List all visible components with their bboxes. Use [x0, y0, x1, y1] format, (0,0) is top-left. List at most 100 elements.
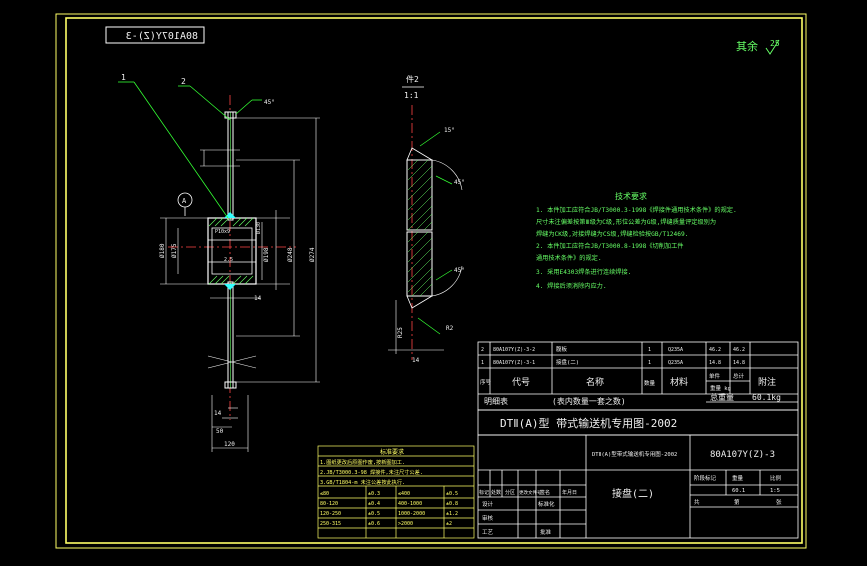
- tolerance-cell: 80-120: [320, 501, 338, 507]
- tb-docno: 更改文件号: [519, 489, 542, 496]
- tolerance-cell: 400-1000: [398, 501, 422, 507]
- tb-zone: 分区: [505, 489, 515, 496]
- tb-weight-value: 60.1: [732, 488, 745, 494]
- tolerance-cell: ≤400: [398, 491, 410, 497]
- tb-stage: 阶段标记: [694, 474, 717, 482]
- change-table-lines: [317, 445, 475, 539]
- project-name: DTⅡ(A)型带式输送机专用图-2002: [592, 450, 677, 458]
- bom-head-note: 附注: [758, 376, 776, 388]
- tb-zhang: 张: [776, 498, 782, 506]
- bom-row1-w1: 14.8: [709, 360, 721, 366]
- title-block-text: DTⅡ(A)型 带式输送机专用图-2002 DTⅡ(A)型带式输送机专用图-20…: [479, 416, 782, 536]
- tech-line-5: 3. 采用E4303焊条进行连续焊接.: [536, 268, 631, 276]
- tb-ratio: 比例: [770, 474, 782, 482]
- tech-line-0: 1. 本件加工应符合JB/T3000.3-1998《焊接件通用技术条件》的规定.: [536, 206, 737, 214]
- bom-head-total: 总计: [733, 372, 745, 380]
- tb-ratio-value: 1:5: [770, 488, 780, 494]
- bom-head-unit: 单件: [709, 372, 721, 380]
- bom-table: [477, 341, 799, 411]
- bom-row0-w1: 46.2: [709, 347, 721, 353]
- bom-head-code: 代号: [512, 377, 530, 388]
- bom-row1-no: 1: [481, 360, 484, 366]
- tech-line-4: 通用技术条件》的规定.: [536, 254, 602, 262]
- tech-title: 技术要求: [615, 191, 647, 201]
- dim-w14b: 14: [214, 410, 222, 417]
- detail-title: 件2: [406, 74, 419, 84]
- tolerance-cell: ±1.2: [446, 511, 458, 517]
- bom-total-value: 60.1kg: [752, 393, 781, 402]
- bom-total-label: 总重量: [710, 392, 734, 402]
- part-name: 接盘(二): [612, 487, 654, 500]
- tb-approve: 批准: [540, 528, 552, 536]
- detail-scale: 1:1: [404, 91, 419, 100]
- bom-row1-qty: 1: [648, 360, 651, 366]
- bom-detail-note: (表内数量一套之数): [552, 396, 626, 406]
- tolerance-cell: >2000: [398, 521, 413, 527]
- bom-row0-no: 2: [481, 347, 484, 353]
- inner-frame: [65, 17, 803, 544]
- bom-row0-qty: 1: [648, 347, 651, 353]
- tb-craft: 工艺: [482, 529, 494, 536]
- dim-key: P10x9: [215, 229, 230, 235]
- bom-detail-label: 明细表: [484, 396, 508, 406]
- tb-date: 年月日: [562, 489, 577, 496]
- dim-bore: Ø130: [255, 222, 262, 234]
- tolerance-cell: ≤80: [320, 491, 329, 497]
- part-label-2: 2: [181, 77, 186, 86]
- bom-head-weight: 重量 kg: [710, 384, 731, 392]
- roughness-icon: [765, 39, 780, 55]
- detail-view-part2: 件2 1:1 15° 45° 45° R25: [388, 74, 465, 364]
- datum-label: A: [182, 197, 187, 205]
- detail-dim-15: 15°: [444, 127, 455, 134]
- tb-count: 处数: [491, 489, 501, 496]
- dim-w120: 120: [224, 441, 235, 448]
- bom-row0-mat: Q235A: [668, 347, 683, 353]
- tolerance-cell: ±0.6: [368, 521, 380, 527]
- dim-d180: Ø180: [159, 243, 166, 258]
- bom-row1-mat: Q235A: [668, 360, 683, 366]
- tech-line-6: 4. 焊接后须消除内应力.: [536, 282, 607, 290]
- tolerance-cell: ±0.4: [368, 501, 380, 507]
- bom-text: 2 80A107Y(Z)-3-2 腹板 1 Q235A 46.2 46.2 1 …: [480, 345, 781, 406]
- tb-design: 设计: [482, 500, 494, 508]
- bom-head-name: 名称: [586, 376, 604, 388]
- dim-d274: Ø274: [309, 247, 316, 262]
- tb-sheet-no: 第: [734, 498, 740, 506]
- change-line-1: 2.JB/T3000.3-98 焊接件,未注尺寸公差.: [320, 468, 423, 476]
- tb-standard: 标准化: [538, 500, 555, 508]
- tolerance-cell: ±0.5: [446, 491, 458, 497]
- dim-d175: Ø175: [171, 243, 178, 258]
- dim-d248: Ø248: [287, 247, 294, 262]
- detail-dim-r25: R25: [397, 327, 404, 338]
- tolerance-cell: 250-315: [320, 521, 341, 527]
- bom-row1-name: 接盘(二): [556, 358, 579, 366]
- outer-frame: [55, 13, 807, 549]
- tolerance-cell: ±0.3: [368, 491, 380, 497]
- tolerance-cell: ±0.8: [446, 501, 458, 507]
- dim-d198: Ø198: [263, 247, 270, 262]
- change-title: 标准要求: [380, 448, 404, 456]
- main-section-view: A 1 2 Ø180 Ø175 Ø198 Ø248 Ø274 P10x9 Ø13…: [118, 73, 320, 452]
- detail-dim-45b: 45°: [454, 267, 465, 274]
- roughness-label: 其余: [736, 39, 758, 53]
- detail-dim-r62: R2: [446, 325, 454, 332]
- dim-w50: 50: [216, 428, 224, 435]
- bom-row0-name: 腹板: [556, 345, 568, 353]
- bom-row0-w2: 46.2: [733, 347, 745, 353]
- tech-line-3: 2. 本件加工应符合JB/T3000.8-1998《切削加工件: [536, 242, 684, 250]
- tolerance-cell: 1000-2000: [398, 511, 425, 517]
- tb-mark: 标记: [479, 489, 489, 496]
- change-table-text: 标准要求 1.图纸更改后原图作废,按新图加工. 2.JB/T3000.3-98 …: [320, 448, 458, 527]
- tb-weight: 重量: [732, 474, 744, 482]
- tolerance-cell: ±2: [446, 521, 452, 527]
- main-title: DTⅡ(A)型 带式输送机专用图-2002: [500, 416, 677, 430]
- tolerance-cell: ±0.5: [368, 511, 380, 517]
- bom-row1-code: 80A107Y(Z)-3-1: [493, 360, 535, 366]
- bom-head-qty: 数量: [644, 379, 656, 387]
- bom-head-no: 序号: [480, 378, 492, 386]
- bom-head-mat: 材料: [670, 376, 688, 388]
- drawing-number: 80A107Y(Z)-3: [710, 450, 775, 460]
